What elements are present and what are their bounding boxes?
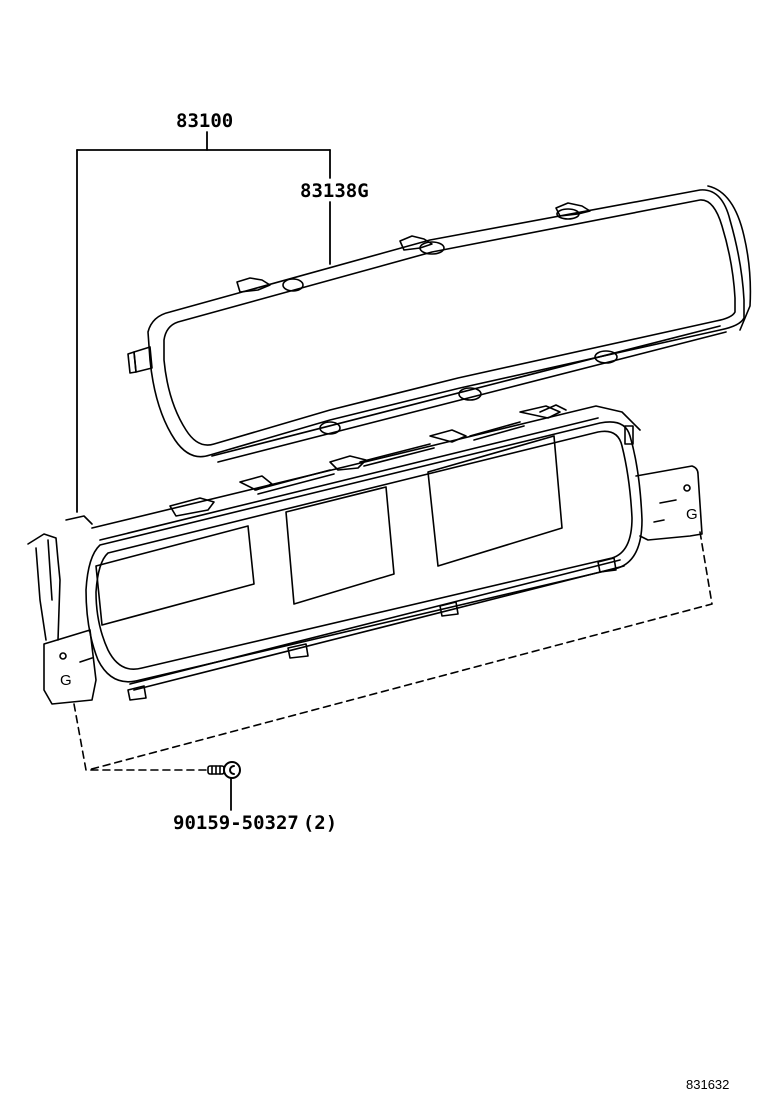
label-part-screw: 90159-50327(2)	[173, 814, 337, 833]
meter-glass-frame	[128, 186, 750, 462]
fastener-dashed-lines	[74, 532, 712, 770]
leader-83100	[77, 132, 330, 512]
illustration-id: 831632	[686, 1077, 730, 1092]
label-part-83100: 83100	[176, 110, 234, 132]
mount-point-left-g: G	[60, 672, 72, 689]
screw-icon	[208, 762, 240, 810]
label-screw-number: 90159-50327	[173, 812, 299, 834]
meter-housing	[28, 405, 702, 704]
label-part-83138g: 83138G	[300, 180, 369, 202]
mount-point-right-g: G	[686, 506, 698, 523]
label-screw-quantity: (2)	[302, 812, 338, 834]
